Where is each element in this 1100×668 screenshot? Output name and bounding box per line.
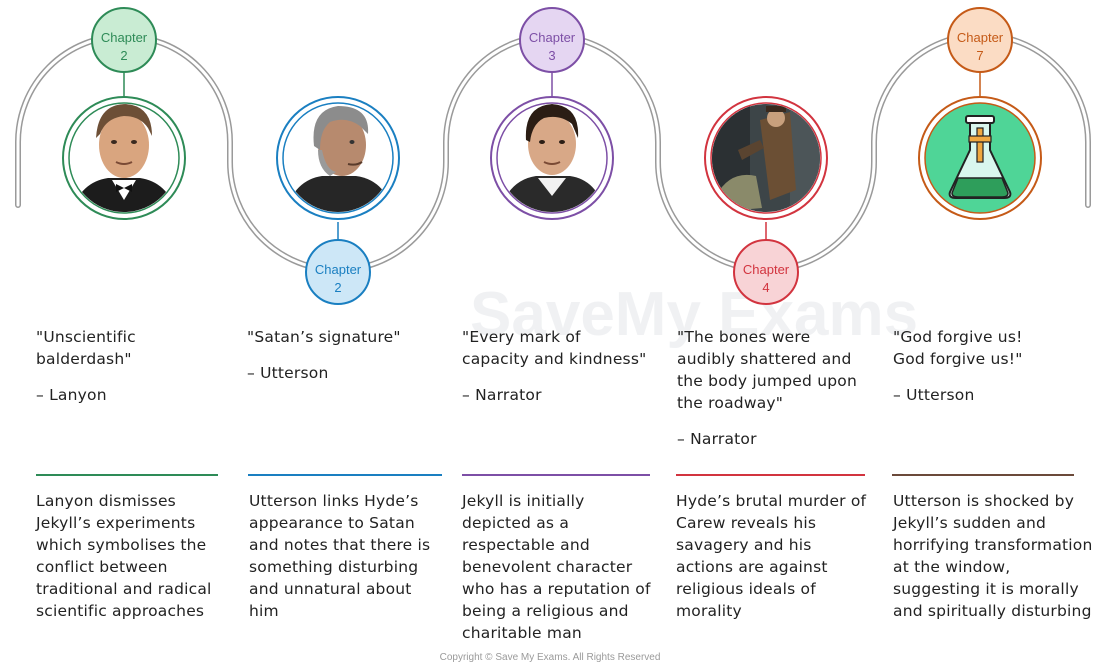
separator-rule-4	[676, 474, 865, 476]
quote-text: "The bones were audibly shattered and th…	[677, 328, 857, 412]
utterson-portrait	[284, 104, 392, 212]
quote-speaker: – Utterson	[247, 364, 329, 382]
description-5: Utterson is shocked by Jekyll’s sudden a…	[893, 492, 1093, 620]
timeline-node-3: Chapter 3	[490, 7, 614, 220]
quote-text: "Satan’s signature"	[247, 328, 401, 346]
quote-block-5: "God forgive us! God forgive us!" – Utte…	[893, 326, 1093, 406]
timeline-node-2: Chapter 2	[276, 96, 400, 305]
chapter-badge-number: 4	[762, 280, 769, 295]
chapter-badge-number: 2	[120, 48, 127, 63]
watermark: SaveMy Exams	[470, 280, 918, 349]
timeline-node-5: Chapter 7	[918, 7, 1042, 220]
chapter-badge-number: 3	[548, 48, 555, 63]
separator-rule-1	[36, 474, 218, 476]
description-2: Utterson links Hyde’s appearance to Sata…	[249, 492, 431, 620]
quote-block-1: "Unscientific balderdash" – Lanyon	[36, 326, 236, 406]
quote-text: "Unscientific balderdash"	[36, 328, 136, 368]
quote-speaker: – Utterson	[893, 386, 975, 404]
quote-speaker: – Lanyon	[36, 386, 107, 404]
chapter-badge-number: 7	[976, 48, 983, 63]
svg-text:SaveMy Exams: SaveMy Exams	[470, 280, 918, 349]
description-4: Hyde’s brutal murder of Carew reveals hi…	[676, 492, 867, 620]
quote-block-2: "Satan’s signature" – Utterson	[247, 326, 447, 384]
quote-text: "Every mark of capacity and kindness"	[462, 328, 647, 368]
quote-text: "God forgive us! God forgive us!"	[893, 328, 1023, 368]
separator-rule-5	[892, 474, 1074, 476]
copyright-notice: Copyright © Save My Exams. All Rights Re…	[439, 652, 661, 663]
chapter-badge-label: Chapter	[101, 30, 148, 45]
timeline-node-4: Chapter 4	[704, 96, 828, 305]
chapter-badge-number: 2	[334, 280, 341, 295]
quote-speaker: – Narrator	[462, 386, 542, 404]
description-1: Lanyon dismisses Jekyll’s experiments wh…	[36, 492, 212, 620]
timeline-node-1: Chapter 2	[62, 7, 186, 220]
chapter-badge-label: Chapter	[743, 262, 790, 277]
chapter-badge-label: Chapter	[315, 262, 362, 277]
separator-rule-2	[248, 474, 442, 476]
chapter-badge-label: Chapter	[957, 30, 1004, 45]
description-3: Jekyll is initially depicted as a respec…	[462, 492, 651, 642]
quote-speaker: – Narrator	[677, 430, 757, 448]
potion-flask-icon	[948, 115, 1012, 199]
quote-block-4: "The bones were audibly shattered and th…	[677, 326, 877, 450]
chapter-badge-label: Chapter	[529, 30, 576, 45]
separator-rule-3	[462, 474, 650, 476]
quote-block-3: "Every mark of capacity and kindness" – …	[462, 326, 662, 406]
